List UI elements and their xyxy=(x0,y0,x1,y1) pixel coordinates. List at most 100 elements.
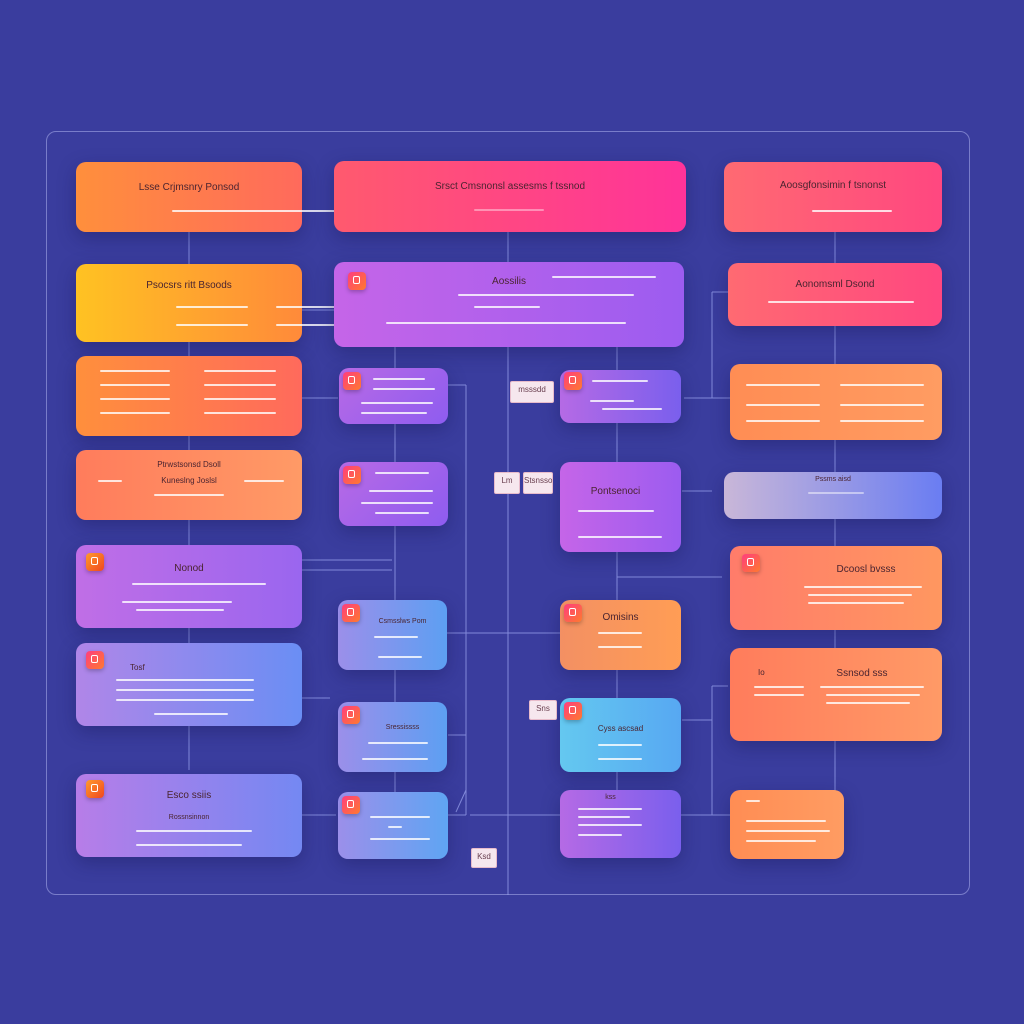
text-line xyxy=(100,370,170,372)
text-line xyxy=(746,840,816,842)
text-line xyxy=(746,820,826,822)
node-r2[interactable]: Aonomsml Dsond xyxy=(728,263,942,326)
text-line xyxy=(378,656,422,658)
text-line xyxy=(373,388,435,390)
node-title: Ptrwstsonsd Dsoll xyxy=(157,460,221,469)
text-line xyxy=(746,384,820,386)
text-line xyxy=(578,816,630,818)
node-title: Aoosgfonsimin f tsnonst xyxy=(779,180,887,191)
node-title: Sressissss xyxy=(385,724,420,731)
tag-label: msssdd xyxy=(510,381,554,403)
text-line xyxy=(552,276,656,278)
text-line xyxy=(826,694,920,696)
document-icon xyxy=(348,272,366,290)
text-line xyxy=(375,512,429,514)
text-line xyxy=(578,824,642,826)
text-line xyxy=(598,758,642,760)
text-line xyxy=(474,209,544,211)
text-line xyxy=(804,586,922,588)
text-line xyxy=(840,384,924,386)
node-title: Ssnsod sss xyxy=(836,668,888,679)
node-title: Pssms aisd xyxy=(815,476,851,483)
node-r1[interactable]: Aoosgfonsimin f tsnonst xyxy=(724,162,942,232)
node-title: Aonomsml Dsond xyxy=(795,279,875,290)
text-line xyxy=(386,322,626,324)
text-line xyxy=(98,480,122,482)
text-line xyxy=(370,816,430,818)
text-line xyxy=(808,602,904,604)
node-title: Psocsrs ritt Bsoods xyxy=(146,280,232,291)
node-l1[interactable]: Lsse Crjmsnry Ponsod xyxy=(76,162,358,232)
text-line xyxy=(746,404,820,406)
node-title: Tosf xyxy=(130,663,145,672)
text-line xyxy=(590,400,634,402)
node-s1[interactable] xyxy=(339,368,448,424)
document-icon xyxy=(342,706,360,724)
text-line xyxy=(154,713,228,715)
text-line xyxy=(840,404,924,406)
node-title: Nonod xyxy=(174,563,204,574)
node-l6[interactable]: Tosf xyxy=(76,643,302,726)
text-line xyxy=(808,492,864,494)
node-r6[interactable]: Io Ssnsod sss xyxy=(730,648,942,741)
text-line xyxy=(276,324,352,326)
document-icon xyxy=(343,372,361,390)
node-r4[interactable]: Pssms aisd xyxy=(724,472,942,519)
text-line xyxy=(812,210,892,212)
text-line xyxy=(602,408,662,410)
document-icon xyxy=(742,554,760,572)
node-c1[interactable] xyxy=(560,370,681,423)
node-s5[interactable] xyxy=(338,792,448,859)
text-line xyxy=(598,744,642,746)
node-side-label: Io xyxy=(758,668,765,677)
node-title: Aossilis xyxy=(492,276,526,287)
node-s4[interactable]: Sressissss xyxy=(338,702,447,772)
node-m1[interactable]: Srsct Cmsnonsl assesms f tssnod xyxy=(334,161,686,232)
text-line xyxy=(116,699,254,701)
document-icon xyxy=(86,553,104,571)
text-line xyxy=(362,758,428,760)
node-l4[interactable]: Ptrwstsonsd Dsoll Kuneslng Joslsl xyxy=(76,450,302,520)
text-line xyxy=(746,830,830,832)
node-s3[interactable]: Csmsslws Pom xyxy=(338,600,447,670)
node-title: Lsse Crjmsnry Ponsod xyxy=(138,182,240,193)
text-line xyxy=(176,324,248,326)
node-r7[interactable] xyxy=(730,790,844,859)
node-l5[interactable]: Nonod xyxy=(76,545,302,628)
text-line xyxy=(100,384,170,386)
node-r3[interactable] xyxy=(730,364,942,440)
node-subtitle: Kuneslng Joslsl xyxy=(161,476,217,485)
connector xyxy=(455,789,467,813)
text-line xyxy=(136,609,224,611)
text-line xyxy=(361,502,433,504)
text-line xyxy=(578,808,642,810)
text-line xyxy=(369,490,433,492)
text-line xyxy=(746,420,820,422)
node-title: kss xyxy=(605,794,616,801)
node-c2[interactable]: Pontsenoci xyxy=(560,462,681,552)
text-line xyxy=(136,830,252,832)
node-l3[interactable] xyxy=(76,356,302,436)
document-icon xyxy=(564,702,582,720)
tag-label: Lm xyxy=(494,472,520,494)
node-c5[interactable]: kss xyxy=(560,790,681,858)
text-line xyxy=(746,800,760,802)
node-c4[interactable]: Cyss ascsad xyxy=(560,698,681,772)
node-s2[interactable] xyxy=(339,462,448,526)
text-line xyxy=(368,742,428,744)
text-line xyxy=(840,420,924,422)
node-m2[interactable]: Aossilis xyxy=(334,262,684,347)
text-line xyxy=(154,494,224,496)
node-title: Dcoosl bvsss xyxy=(836,564,896,575)
node-l7[interactable]: Esco ssiis Rossnsinnon xyxy=(76,774,302,857)
node-r5[interactable]: Dcoosl bvsss xyxy=(730,546,942,630)
node-c3[interactable]: Omisins xyxy=(560,600,681,670)
text-line xyxy=(244,480,284,482)
node-l2[interactable]: Psocsrs ritt Bsoods xyxy=(76,264,352,342)
text-line xyxy=(820,686,924,688)
text-line xyxy=(592,380,648,382)
text-line xyxy=(361,402,433,404)
document-icon xyxy=(342,604,360,622)
text-line xyxy=(578,834,622,836)
text-line xyxy=(204,398,276,400)
